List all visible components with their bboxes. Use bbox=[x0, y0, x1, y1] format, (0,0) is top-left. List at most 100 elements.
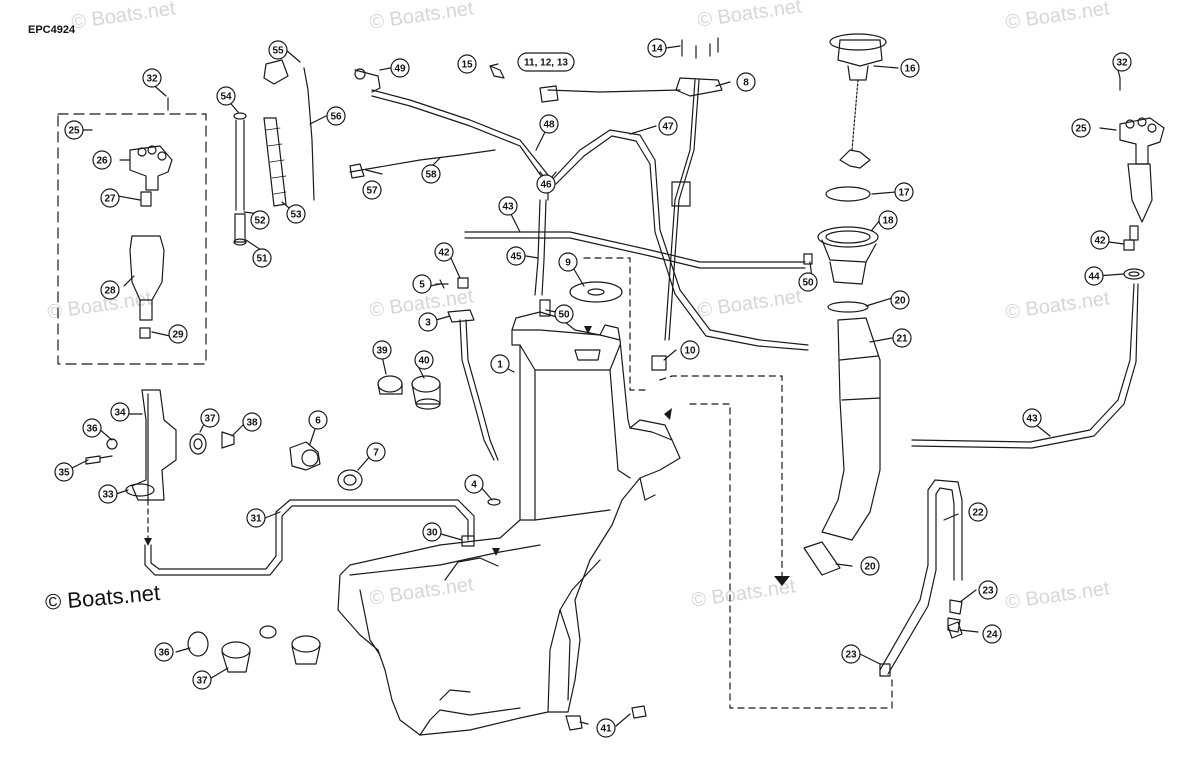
part-number: 50 bbox=[802, 278, 814, 289]
part-label-circle bbox=[1071, 118, 1091, 138]
part-label: 38 bbox=[242, 412, 262, 432]
part-label: 25 bbox=[64, 120, 84, 140]
part-label-circle bbox=[892, 328, 912, 348]
part-label: 26 bbox=[92, 150, 112, 170]
part-label: 1 bbox=[490, 354, 510, 374]
part-number: 25 bbox=[1075, 124, 1087, 135]
part-number: 32 bbox=[146, 74, 158, 85]
part-label: 44 bbox=[1084, 266, 1104, 286]
part-number: 20 bbox=[894, 296, 906, 307]
part-label: 36 bbox=[82, 418, 102, 438]
part-label: 29 bbox=[168, 324, 188, 344]
part-label: 5 bbox=[412, 274, 432, 294]
part-label: 53 bbox=[286, 204, 306, 224]
part-label: 23 bbox=[841, 644, 861, 664]
part-number: 16 bbox=[904, 64, 916, 75]
part-label-circle bbox=[242, 412, 262, 432]
part-label-circle bbox=[390, 58, 410, 78]
part-label-circle bbox=[900, 58, 920, 78]
part-number: 39 bbox=[376, 346, 388, 357]
part-label: 37 bbox=[200, 408, 220, 428]
part-label: 11, 12, 13 bbox=[517, 52, 575, 72]
part-label-circle bbox=[82, 418, 102, 438]
part-label: 56 bbox=[326, 106, 346, 126]
part-label: 47 bbox=[658, 116, 678, 136]
part-number: 40 bbox=[418, 356, 430, 367]
part-label: 46 bbox=[536, 174, 556, 194]
part-label-circle bbox=[982, 624, 1002, 644]
part-number: 49 bbox=[394, 64, 406, 75]
part-label: 36 bbox=[154, 642, 174, 662]
part-label-circle bbox=[658, 116, 678, 136]
part-label-circle bbox=[421, 164, 441, 184]
part-label-circle bbox=[366, 442, 386, 462]
part-label: 22 bbox=[968, 502, 988, 522]
part-label-circle bbox=[286, 204, 306, 224]
part-number: 36 bbox=[158, 648, 170, 659]
part-label: 3 bbox=[418, 312, 438, 332]
part-number: 8 bbox=[743, 78, 749, 89]
part-label: 15 bbox=[457, 54, 477, 74]
part-label-circle bbox=[1090, 230, 1110, 250]
part-number: 44 bbox=[1088, 272, 1100, 283]
part-number: 29 bbox=[172, 330, 184, 341]
part-label-circle bbox=[434, 242, 454, 262]
part-label: 52 bbox=[250, 210, 270, 230]
part-label: 17 bbox=[894, 182, 914, 202]
part-label-circle bbox=[536, 174, 556, 194]
part-number: 48 bbox=[543, 120, 555, 131]
part-number: 23 bbox=[982, 586, 994, 597]
part-label: 8 bbox=[736, 72, 756, 92]
part-number: 25 bbox=[68, 126, 80, 137]
part-label: 51 bbox=[252, 248, 272, 268]
part-number: 21 bbox=[896, 334, 908, 345]
part-label-circle bbox=[736, 72, 756, 92]
part-label: 39 bbox=[372, 340, 392, 360]
part-number: 7 bbox=[373, 448, 379, 459]
part-label: 16 bbox=[900, 58, 920, 78]
part-number: 23 bbox=[845, 650, 857, 661]
part-number: 31 bbox=[250, 514, 262, 525]
part-label-circle bbox=[422, 522, 442, 542]
part-label-circle bbox=[100, 188, 120, 208]
part-label: 31 bbox=[246, 508, 266, 528]
part-label: 21 bbox=[892, 328, 912, 348]
part-label-circle bbox=[506, 246, 526, 266]
part-label: 25 bbox=[1071, 118, 1091, 138]
part-label: 37 bbox=[192, 670, 212, 690]
part-number: 42 bbox=[1094, 236, 1106, 247]
diagram-code: EPC4924 bbox=[28, 24, 76, 36]
part-label-circle bbox=[498, 196, 518, 216]
part-number: 9 bbox=[565, 258, 571, 269]
part-number: 4 bbox=[471, 480, 477, 491]
part-number: 22 bbox=[972, 508, 984, 519]
part-number: 3 bbox=[425, 318, 431, 329]
part-label: 57 bbox=[362, 180, 382, 200]
part-label-circle bbox=[890, 290, 910, 310]
part-number: 38 bbox=[246, 418, 258, 429]
part-label: 42 bbox=[434, 242, 454, 262]
part-label: 55 bbox=[268, 40, 288, 60]
part-label: 14 bbox=[647, 38, 667, 58]
part-label: 50 bbox=[798, 272, 818, 292]
part-label: 32 bbox=[1112, 52, 1132, 72]
part-number: 43 bbox=[502, 202, 514, 213]
part-number: 30 bbox=[426, 528, 438, 539]
part-label-circle bbox=[978, 580, 998, 600]
part-label-circle bbox=[252, 248, 272, 268]
part-label-circle bbox=[142, 68, 162, 88]
part-label: 41 bbox=[596, 718, 616, 738]
part-number: 20 bbox=[864, 562, 876, 573]
part-label: 30 bbox=[422, 522, 442, 542]
part-label: 18 bbox=[878, 210, 898, 230]
part-label-circle bbox=[554, 304, 574, 324]
part-label: 33 bbox=[98, 484, 118, 504]
part-label: 24 bbox=[982, 624, 1002, 644]
part-number: 45 bbox=[510, 252, 522, 263]
part-label: 42 bbox=[1090, 230, 1110, 250]
part-number: 24 bbox=[986, 630, 998, 641]
part-label: 28 bbox=[100, 280, 120, 300]
